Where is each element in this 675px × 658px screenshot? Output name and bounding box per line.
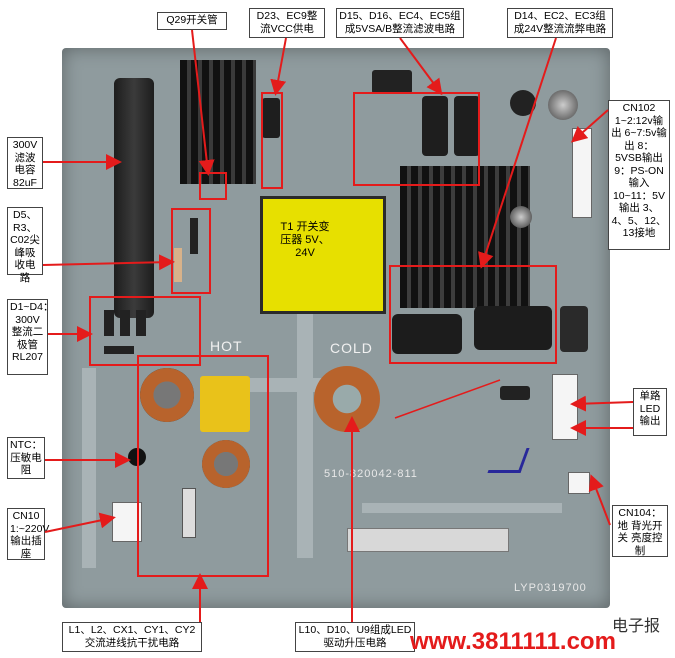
watermark-brand: 电子报	[612, 618, 661, 635]
diode-d5	[190, 218, 198, 254]
arrow-cn104	[588, 474, 611, 526]
cap-ec5	[454, 96, 480, 156]
label-cn10: CN10 1:~220V输出插座	[7, 508, 49, 560]
arrow-led-1	[570, 395, 634, 412]
diode-d4	[104, 346, 134, 354]
label-ntc: NTC：压敏电阻	[7, 437, 45, 479]
transformer-t1	[260, 196, 386, 314]
diode-d1	[104, 310, 114, 336]
label-emi: L1、L2、CX1、CY1、CY2交流进线抗干扰电路	[62, 622, 202, 652]
arrow-cn102	[571, 109, 609, 143]
box-d15	[353, 92, 480, 186]
arrow-t1-line	[394, 379, 501, 419]
label-boost: L10、D10、U9组成LED驱动升压电路	[295, 622, 415, 652]
arrow-cn10	[44, 512, 116, 533]
film-capacitor-cx1	[200, 376, 250, 432]
box-d5	[171, 208, 211, 294]
cap-ec2	[392, 314, 462, 354]
choke-l1	[140, 368, 194, 422]
resistor-r3	[174, 248, 182, 282]
label-d1: D1~D4：300V整流二极管RL207	[7, 299, 53, 375]
arrow-d23	[270, 37, 287, 96]
cap-ec9	[262, 98, 280, 138]
label-q29: Q29开关管	[157, 12, 227, 30]
label-cn102: CN102 1~2:12v输出 6~7:5v输出 8：5VSB输出 9：PS-O…	[608, 100, 670, 250]
cap-right-edge	[560, 306, 588, 352]
cap-ec3	[474, 306, 552, 350]
pcb-board: HOT COLD 510-820042-811 LYP0319700	[62, 48, 610, 608]
box-d14	[389, 265, 557, 364]
fuse	[182, 488, 196, 538]
heatsink-right	[400, 166, 530, 308]
hot-silkscreen: HOT	[210, 338, 243, 354]
cap-small-top	[372, 70, 412, 94]
label-d5: D5、R3、C02尖峰吸收电路	[7, 207, 43, 284]
label-d15: D15、D16、EC4、EC5组成5VSA/B整流滤波电路	[336, 8, 464, 38]
bulk-capacitor	[114, 78, 154, 318]
cold-silkscreen: COLD	[330, 340, 373, 356]
label-d23: D23、EC9整流VCC供电	[249, 8, 325, 38]
part-number-silkscreen: 510-820042-811	[324, 468, 418, 480]
watermark-site: www.3811111.com	[410, 628, 616, 655]
label-d14: D14、EC2、EC3组成24V整流流弊电路	[507, 8, 613, 38]
arrow-q29	[191, 29, 215, 176]
serial-sticker	[347, 528, 509, 552]
choke-l2	[202, 440, 250, 488]
cap-round-2	[548, 90, 578, 120]
label-cn104: CN104：地 背光开关 亮度控制	[612, 505, 668, 557]
arrow-d5	[42, 254, 175, 271]
label-led: 单路LED输出	[633, 388, 667, 436]
diode-d3	[136, 310, 146, 336]
arrow-d14	[478, 37, 557, 269]
label-cap300: 300V滤波电容82uF	[7, 137, 43, 189]
t1-label: T1 开关变压器 5V、24V	[280, 221, 330, 259]
cap-ec4	[422, 96, 448, 156]
model-silkscreen: LYP0319700	[514, 582, 587, 594]
arrow-d15	[399, 37, 443, 96]
diode-d10	[500, 386, 530, 400]
heatsink-left	[180, 60, 256, 184]
cap-round-3	[510, 206, 532, 228]
diode-d2	[120, 310, 130, 336]
